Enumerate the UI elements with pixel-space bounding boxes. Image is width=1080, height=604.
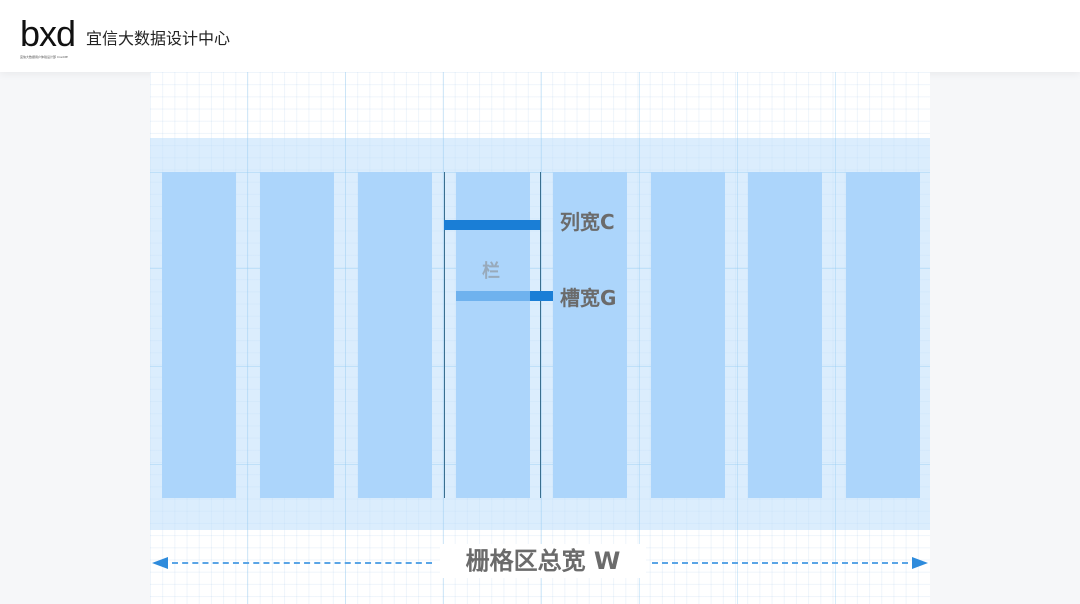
column-boundary-marker [540,172,541,498]
gutter-width-bar [530,291,553,301]
total-width-dash-left [172,562,432,564]
arrow-right-icon [912,557,928,569]
column-boundary-marker [444,172,445,498]
logo-wordmark: bxd [20,13,76,54]
grid-column [651,172,725,498]
grid-guide-line [541,72,542,604]
grid-guide-line [345,72,346,604]
arrow-left-icon [152,557,168,569]
gutter-width-label: 槽宽G [560,286,617,310]
brand-name: 宜信大数据设计中心 [86,29,231,48]
grid-guide-line [737,72,738,604]
bxd-logo[interactable]: bxd 宜信大数据用户体验设计部 CreditEase Big Data Exp… [20,14,76,62]
grid-guide-line [443,72,444,604]
grid-diagram: 列宽C 栏 槽宽G 栅格区总宽 W [150,72,930,604]
grid-column [260,172,334,498]
grid-column [553,172,627,498]
column-span-bar [456,291,530,301]
logo-subtext: 宜信大数据用户体验设计部 CreditEase Big Data Experie… [20,55,68,59]
grid-guide-line [247,72,248,604]
grid-column [162,172,236,498]
grid-column [358,172,432,498]
total-width-label: 栅格区总宽 W [440,544,646,578]
total-width-dash-right [652,562,908,564]
grid-column [846,172,920,498]
column-label: 栏 [482,261,500,282]
grid-guide-line [639,72,640,604]
grid-column [748,172,822,498]
column-width-bar [444,220,540,230]
column-width-label: 列宽C [560,210,615,234]
grid-guide-line [835,72,836,604]
top-header: bxd 宜信大数据用户体验设计部 CreditEase Big Data Exp… [0,0,1080,72]
